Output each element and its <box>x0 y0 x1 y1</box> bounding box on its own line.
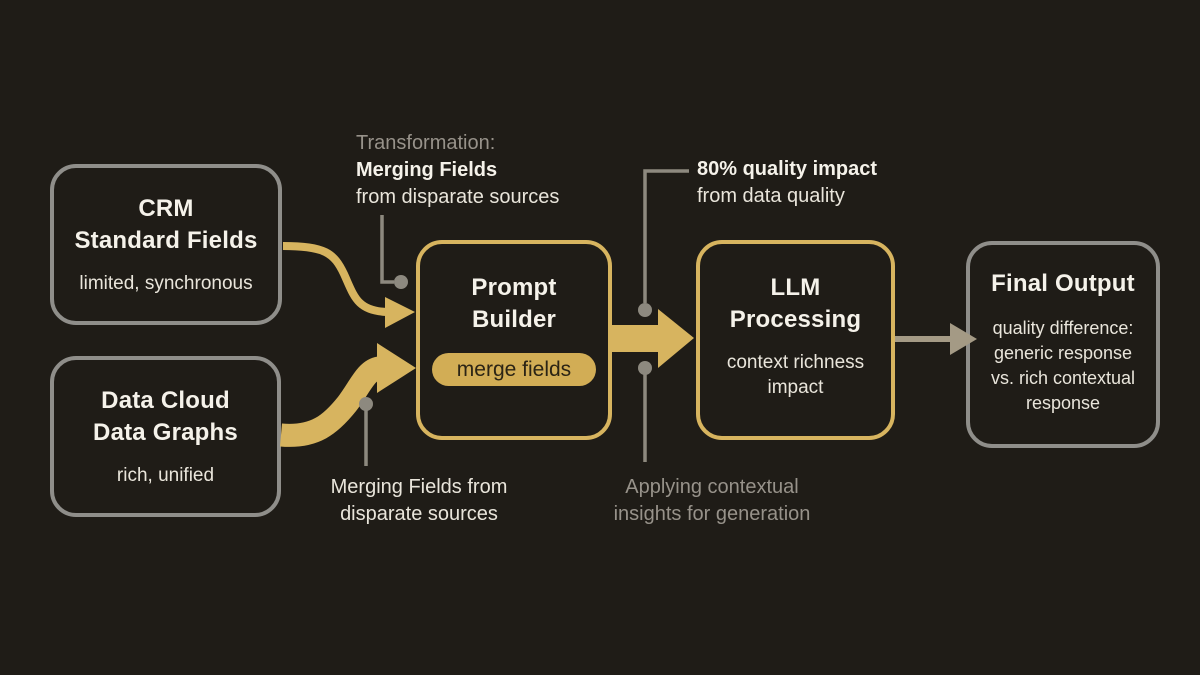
prompt-builder-box: Prompt Builder merge fields <box>416 240 612 440</box>
prompt-builder-title-line1: Prompt <box>471 274 557 301</box>
transformation-connector-dot <box>394 275 408 289</box>
quality-impact-annotation: 80% quality impact from data quality <box>697 156 877 210</box>
data-cloud-box-title: Data Cloud Data Graphs <box>93 385 238 449</box>
applying-insights-annotation: Applying contextual insights for generat… <box>600 474 824 528</box>
data-cloud-title-line1: Data Cloud <box>101 387 230 414</box>
transformation-annotation: Transformation: Merging Fields from disp… <box>356 130 559 211</box>
final-output-title: Final Output <box>991 270 1135 297</box>
crm-title-line1: CRM <box>138 195 194 222</box>
data-cloud-box-subtitle: rich, unified <box>116 465 215 486</box>
final-output-box: Final Output quality difference: generic… <box>966 241 1160 448</box>
transformation-sources: from disparate sources <box>356 186 560 208</box>
merge-fields-badge: merge fields <box>432 353 596 386</box>
prompt-to-llm-arrowhead-icon <box>658 309 694 368</box>
prompt-builder-title: Prompt Builder <box>471 272 556 336</box>
merging-fields-connector-dot <box>359 397 373 411</box>
applying-insights-connector-dot <box>638 361 652 375</box>
data-cloud-data-graphs-box: Data Cloud Data Graphs rich, unified <box>50 356 281 517</box>
applying-insights-line1: Applying contextual <box>625 476 799 498</box>
llm-processing-box: LLM Processing context richness impact <box>696 240 895 440</box>
merging-fields-line1: Merging Fields from <box>330 476 508 498</box>
quality-impact-subline: from data quality <box>697 185 845 207</box>
llm-subtitle-line1: context richness <box>726 352 865 373</box>
llm-box-title: LLM Processing <box>730 272 861 336</box>
applying-insights-line2: insights for generation <box>613 503 811 525</box>
llm-to-final-arrow-shaft <box>895 336 952 342</box>
final-output-subtitle-line3: vs. rich contextual <box>990 368 1136 388</box>
merging-fields-annotation: Merging Fields from disparate sources <box>309 474 529 528</box>
quality-impact-connector-line <box>643 169 689 303</box>
crm-box-title: CRM Standard Fields <box>74 193 257 257</box>
llm-subtitle-line2: impact <box>767 377 824 398</box>
transformation-label: Transformation: <box>356 132 496 154</box>
transformation-merging-fields: Merging Fields <box>356 159 498 181</box>
data-cloud-to-prompt-arrow-curve <box>279 356 383 447</box>
data-cloud-to-prompt-arrowhead-icon <box>377 343 416 393</box>
crm-standard-fields-box: CRM Standard Fields limited, synchronous <box>50 164 282 325</box>
final-output-subtitle-line1: quality difference: <box>992 318 1134 338</box>
prompt-to-llm-arrow-shaft <box>611 325 659 352</box>
merging-fields-line2: disparate sources <box>340 503 498 525</box>
data-cloud-title-line2: Data Graphs <box>93 419 238 446</box>
prompt-builder-title-line2: Builder <box>471 306 557 333</box>
transformation-connector-line <box>380 215 394 284</box>
final-output-subtitle: quality difference: generic response vs.… <box>991 316 1135 416</box>
quality-impact-headline: 80% quality impact <box>697 158 878 180</box>
final-output-subtitle-line4: response <box>1025 393 1101 413</box>
crm-to-prompt-arrowhead-icon <box>385 297 415 328</box>
final-output-subtitle-line2: generic response <box>993 343 1133 363</box>
llm-box-subtitle: context richness impact <box>727 350 864 400</box>
crm-title-line2: Standard Fields <box>74 227 258 254</box>
llm-title-line2: Processing <box>729 306 862 333</box>
crm-to-prompt-arrow-curve <box>282 242 388 316</box>
llm-title-line1: LLM <box>770 274 821 301</box>
quality-impact-connector-dot <box>638 303 652 317</box>
crm-box-subtitle: limited, synchronous <box>79 273 253 294</box>
